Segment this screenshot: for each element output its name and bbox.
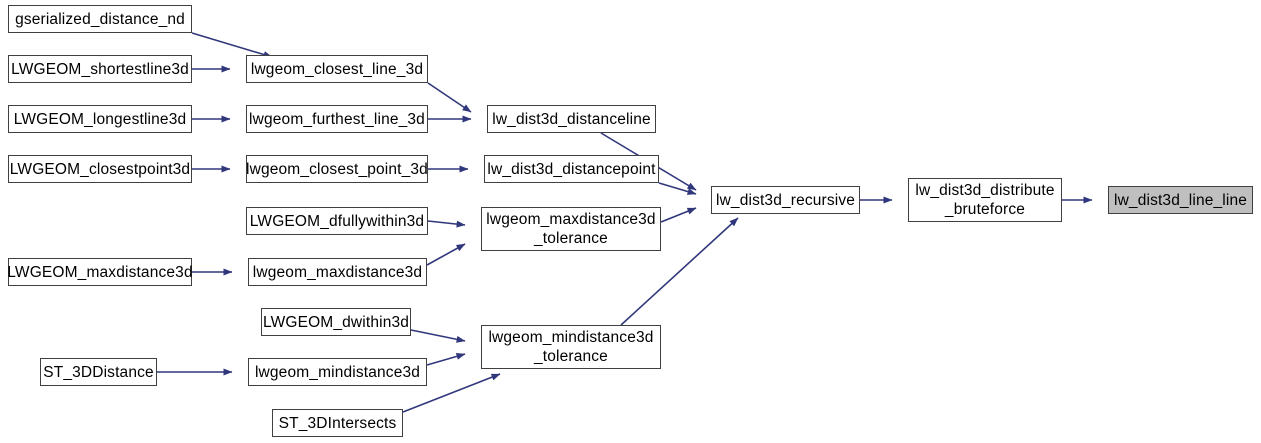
graph-edge [658,182,697,195]
graph-node-lwgeom_mindistance3d_tolerance[interactable]: lwgeom_mindistance3d _tolerance [481,325,661,369]
graph-node-lwgeom_maxdistance3d_tolerance[interactable]: lwgeom_maxdistance3d _tolerance [481,207,661,251]
graph-node-LWGEOM_dwithin3d[interactable]: LWGEOM_dwithin3d [261,308,411,336]
graph-node-LWGEOM_maxdistance3d[interactable]: LWGEOM_maxdistance3d [7,258,193,286]
graph-edge [427,82,472,113]
graph-node-LWGEOM_longestline3d[interactable]: LWGEOM_longestline3d [8,105,192,133]
graph-node-lwgeom_maxdistance3d[interactable]: lwgeom_maxdistance3d [248,258,427,286]
graph-node-LWGEOM_shortestline3d[interactable]: LWGEOM_shortestline3d [8,55,192,83]
graph-edge [660,207,697,223]
graph-node-LWGEOM_closestpoint3d[interactable]: LWGEOM_closestpoint3d [8,155,192,183]
graph-node-ST_3DIntersects[interactable]: ST_3DIntersects [272,409,403,437]
graph-edge [426,243,466,266]
graph-edge [427,220,466,228]
graph-node-lw_dist3d_line_line[interactable]: lw_dist3d_line_line [1108,186,1253,214]
graph-node-ST_3DDistance[interactable]: ST_3DDistance [40,358,157,386]
graph-edge [191,32,273,58]
graph-node-lw_dist3d_distanceline[interactable]: lw_dist3d_distanceline [487,105,656,133]
graph-node-lw_dist3d_recursive[interactable]: lw_dist3d_recursive [711,186,860,214]
graph-edge [426,353,466,366]
graph-node-lwgeom_closest_point_3d[interactable]: lwgeom_closest_point_3d [246,155,428,183]
graph-edge [410,329,466,343]
graph-node-lwgeom_mindistance3d[interactable]: lwgeom_mindistance3d [248,358,427,386]
graph-node-lwgeom_furthest_line_3d[interactable]: lwgeom_furthest_line_3d [246,105,428,133]
graph-node-lwgeom_closest_line_3d[interactable]: lwgeom_closest_line_3d [246,55,428,83]
graph-node-lw_dist3d_distancepoint[interactable]: lw_dist3d_distancepoint [484,155,659,183]
graph-node-LWGEOM_dfullywithin3d[interactable]: LWGEOM_dfullywithin3d [246,207,428,235]
graph-node-gserialized_distance_nd[interactable]: gserialized_distance_nd [8,5,192,33]
graph-node-lw_dist3d_distribute_bruteforce[interactable]: lw_dist3d_distribute _bruteforce [908,178,1062,222]
